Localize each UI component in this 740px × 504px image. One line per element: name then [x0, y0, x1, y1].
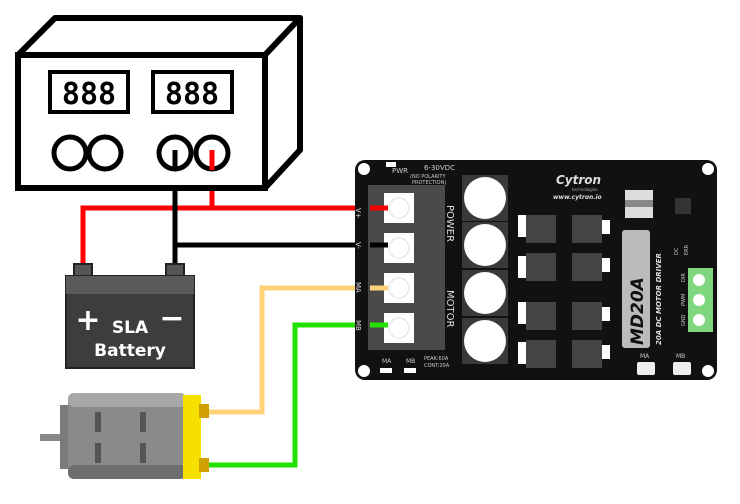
polarity-line2: PROTECTION) [412, 180, 446, 186]
yellow-wire [205, 285, 390, 415]
polarity-line1: (NO POLARITY [410, 174, 446, 180]
test-button-ma[interactable] [637, 362, 655, 375]
button-ma-label: MA [640, 353, 650, 360]
motor-section-label: MOTOR [444, 290, 455, 327]
pin-label-dir: DIR [681, 273, 687, 282]
pin-label-pwm: PWM [681, 294, 687, 306]
ma-led-label: MA [382, 358, 392, 365]
sla-battery: + − SLA Battery [65, 263, 195, 369]
cytron-logo: Cytron [556, 173, 601, 187]
capacitors [462, 175, 508, 364]
terminal-label-vplus: V+ [354, 208, 362, 219]
knob-1[interactable] [51, 134, 89, 172]
battery-plus: + [75, 303, 100, 338]
terminal-screws [384, 193, 414, 343]
err-led-label: ERR [684, 244, 690, 255]
dc-motor [40, 393, 209, 479]
battery-minus: − [159, 301, 184, 336]
md20a-motor-driver: PWR 6-30VDC (NO POLARITY PROTECTION) V+ … [354, 160, 717, 380]
cont-current: CONT:20A [424, 363, 450, 369]
display-left-text: 888 [62, 77, 116, 112]
peak-current: PEAK:60A [424, 356, 449, 362]
display-left [48, 70, 130, 114]
power-supply: 888 888 [15, 15, 303, 191]
display-right [151, 70, 234, 114]
button-mb-label: MB [676, 353, 685, 360]
mb-led-label: MB [406, 358, 415, 365]
motor-end-cap [183, 395, 201, 479]
display-right-text: 888 [165, 77, 219, 112]
terminal-label-vminus: V- [354, 242, 362, 249]
terminal-label-mb: MB [354, 320, 362, 331]
dc-led-label: DC [674, 247, 680, 255]
wire-ends [370, 205, 388, 328]
power-section-label: POWER [444, 205, 455, 242]
pin-label-gnd: GND [681, 314, 687, 326]
test-button-mb[interactable] [673, 362, 691, 375]
mosfets [518, 215, 610, 368]
knob-2[interactable] [86, 134, 124, 172]
battery-label-line1: SLA [112, 318, 149, 338]
model-name: MD20A [628, 277, 648, 345]
terminal-label-ma: MA [354, 282, 362, 293]
cytron-sub: technologies [572, 187, 598, 192]
cytron-url: www.cytron.io [553, 194, 602, 201]
battery-label-line2: Battery [94, 341, 166, 361]
model-description: 20A DC MOTOR DRIVER [655, 253, 663, 345]
voltage-label: 6-30VDC [424, 164, 455, 172]
pwr-label: PWR [392, 167, 408, 175]
green-wire [205, 322, 390, 468]
